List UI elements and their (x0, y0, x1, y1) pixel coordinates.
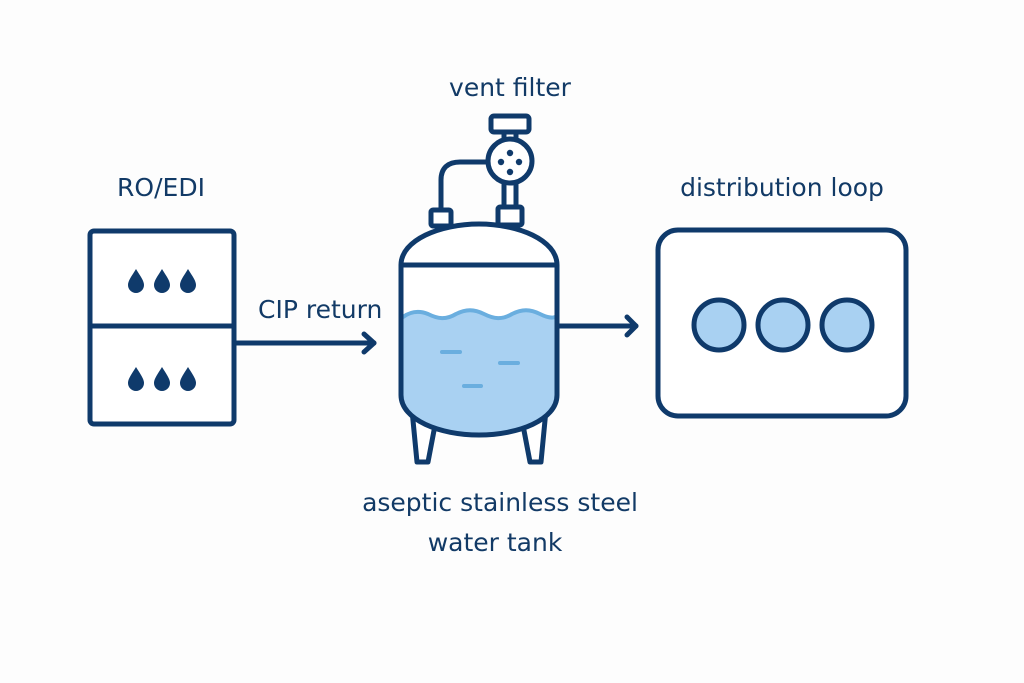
distribution-loop-label: distribution loop (680, 173, 884, 202)
vent-filter-label: vent filter (449, 73, 571, 102)
cip-return-label: CIP return (258, 295, 383, 324)
water-drop-icon (154, 367, 170, 391)
water-drop-icon (180, 367, 196, 391)
vent-pipe (438, 159, 486, 210)
tank-label-line1: aseptic stainless steel (362, 488, 638, 517)
ro-stage-2-drops (128, 367, 196, 391)
tank-outline (398, 265, 560, 438)
water-ripples (440, 350, 520, 388)
loop-outlet-2 (755, 297, 811, 353)
water-drop-icon (180, 269, 196, 293)
tank-nozzle-left (428, 207, 454, 229)
filter-dots (497, 149, 523, 176)
loop-outlet-1 (691, 297, 747, 353)
tank-to-loop-arrow (556, 314, 639, 338)
distribution-loop-unit (655, 227, 909, 419)
filter-cap (488, 113, 532, 135)
water-surface (401, 308, 557, 321)
loop-outlet-3 (819, 297, 875, 353)
water-drop-icon (128, 269, 144, 293)
water-drop-icon (154, 269, 170, 293)
ro-stage-1-drops (128, 269, 196, 293)
tank-dome (398, 221, 560, 266)
vent-filter-icon (485, 136, 535, 186)
arrowhead-icon (624, 314, 639, 338)
arrowhead-icon (361, 331, 377, 355)
tank-water (401, 310, 557, 435)
water-tank (398, 113, 560, 465)
ro-edi-unit (87, 228, 237, 427)
cip-return-arrow (231, 331, 377, 355)
tank-label-line2: water tank (427, 528, 563, 557)
water-drop-icon (128, 367, 144, 391)
ro-edi-label: RO/EDI (117, 173, 205, 202)
tank-nozzle-right (495, 204, 525, 228)
